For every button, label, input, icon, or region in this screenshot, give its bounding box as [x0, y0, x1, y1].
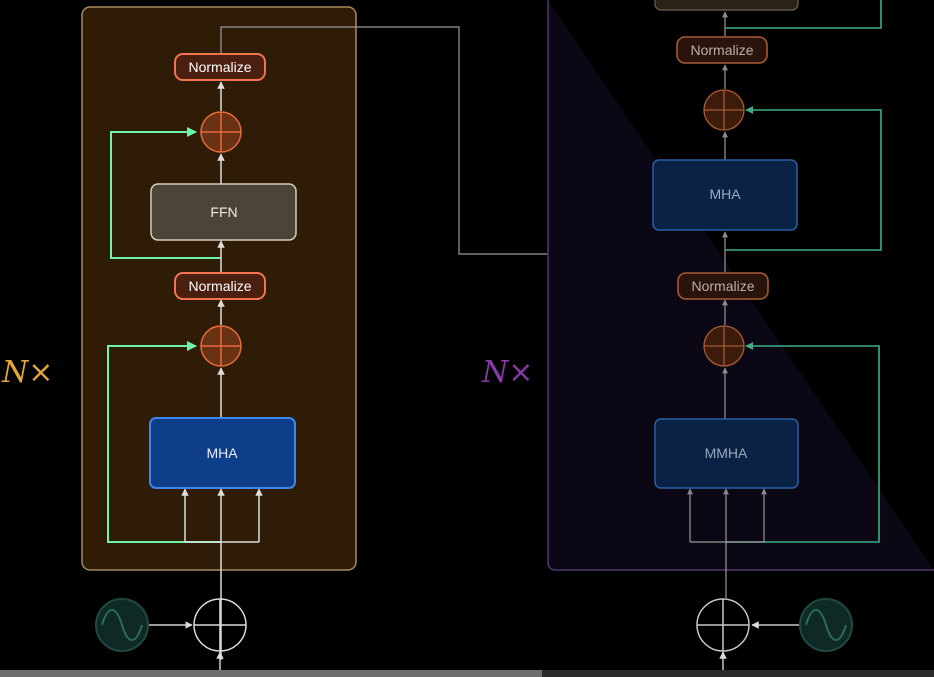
decoder-normalize-bottom [677, 272, 769, 300]
decoder-next-block [654, 0, 799, 11]
decoder-residual-connection-1 [725, 342, 880, 543]
encoder-residual-connection-2 [110, 127, 221, 259]
sine-wave-icon [799, 598, 853, 652]
add-icon [703, 89, 745, 131]
add-icon [703, 325, 745, 367]
video-progress-bar[interactable] [0, 670, 934, 677]
decoder-input [696, 598, 853, 670]
decoder-normalize-top [676, 36, 768, 64]
encoder-ffn-label: FFN [210, 204, 237, 220]
decoder-normalize-top-label: Normalize [690, 42, 753, 58]
decoder-stack: MMHA Normalize MHA Normalize [547, 0, 934, 598]
encoder-stack: MHA Normalize FFN Normalize [81, 6, 357, 660]
video-progress-fill [0, 670, 542, 677]
decoder-mmha-block [654, 418, 799, 489]
encoder-mha-label: MHA [206, 445, 238, 461]
decoder-repeat-label: N× [482, 355, 534, 390]
decoder-mha-block [652, 159, 798, 231]
add-icon [193, 598, 247, 652]
encoder-normalize-top [174, 53, 266, 81]
add-icon [696, 598, 750, 652]
decoder-mmha-label: MMHA [705, 445, 748, 461]
encoder-normalize-bottom [174, 272, 266, 300]
encoder-ffn-block [150, 183, 297, 241]
decoder-residual-connection-3 [725, 0, 882, 29]
decoder-normalize-bottom-label: Normalize [691, 278, 754, 294]
encoder-repeat-label: N× [2, 355, 54, 390]
encoder-residual-connection-1 [107, 341, 221, 543]
encoder-normalize-top-label: Normalize [188, 59, 251, 75]
encoder-normalize-bottom-label: Normalize [188, 278, 251, 294]
decoder-residual-connection-2 [725, 106, 882, 251]
decoder-mha-label: MHA [709, 186, 741, 202]
add-icon [200, 325, 242, 367]
sine-wave-icon [95, 598, 149, 652]
add-icon [200, 111, 242, 153]
encoder-input [95, 598, 247, 670]
encoder-mha-block [149, 417, 296, 489]
